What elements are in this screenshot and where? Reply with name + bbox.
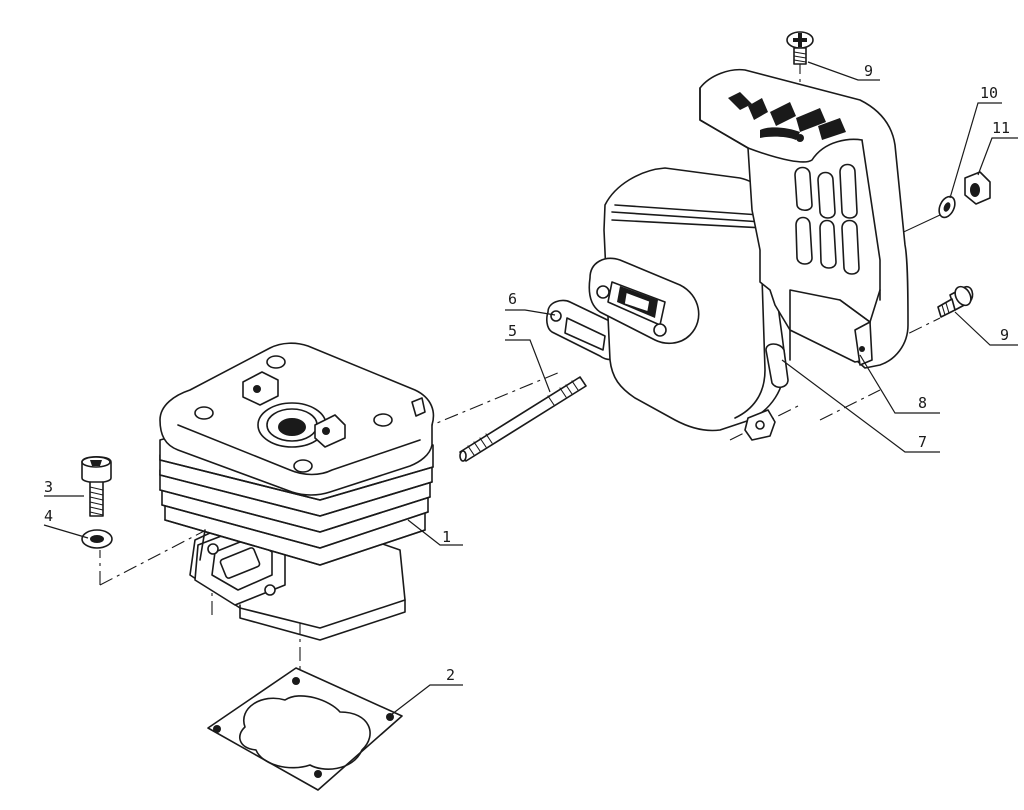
callout-2: 2 [446,666,455,684]
cylinder [159,342,435,641]
muffler [588,167,791,441]
screw-right [937,285,974,318]
hex-nut [964,171,991,205]
callout-5: 5 [508,322,517,340]
cap-screw [81,455,112,517]
callout-3: 3 [44,478,53,496]
base-gasket [207,667,403,791]
callout-9-top: 9 [864,62,873,80]
callout-1: 1 [442,528,451,546]
callout-6: 6 [508,290,517,308]
callout-11: 11 [992,119,1010,137]
washer [81,529,113,549]
stud [459,376,587,462]
callout-10: 10 [980,84,998,102]
screw-top [786,31,814,65]
callout-4: 4 [44,507,53,525]
shield-washer [938,195,956,219]
callout-leaders [43,61,1018,719]
callout-labels: 1 2 3 4 5 6 7 8 9 9 10 11 [44,62,1010,684]
heat-shield [699,68,909,369]
callout-9-right: 9 [1000,326,1009,344]
callout-8: 8 [918,394,927,412]
callout-7: 7 [918,433,927,451]
